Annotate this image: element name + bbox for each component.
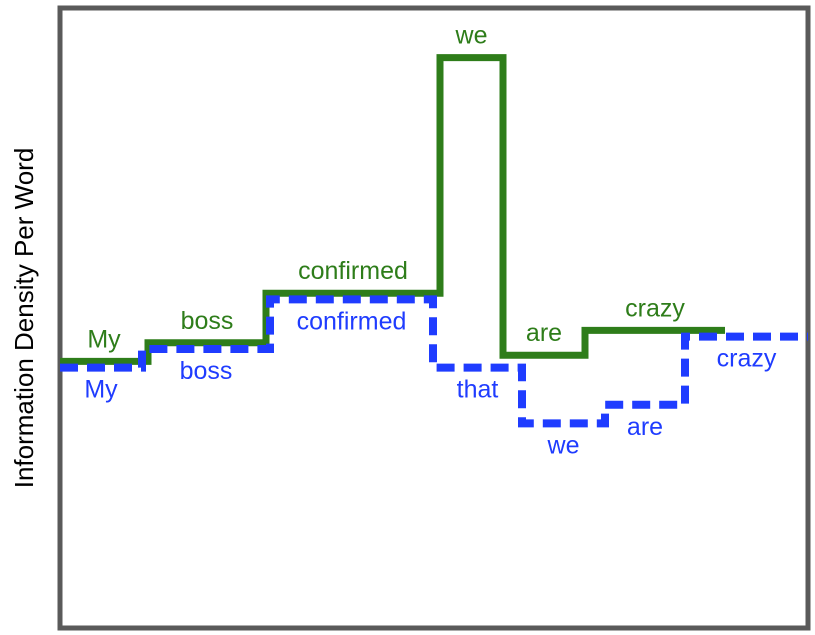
word-label-blue: are (627, 413, 663, 441)
word-label-green: crazy (625, 294, 685, 322)
series-layer: MybossconfirmedwearecrazyMybossconfirmed… (60, 22, 808, 459)
y-axis-label: Information Density Per Word (9, 148, 39, 489)
series-line-green (60, 54, 725, 365)
word-label-green: My (87, 325, 121, 353)
word-label-green: confirmed (298, 257, 408, 285)
word-label-green: are (526, 319, 562, 347)
word-label-blue: we (547, 431, 580, 459)
word-label-blue: that (457, 376, 499, 404)
word-label-blue: My (84, 376, 118, 404)
word-label-blue: confirmed (297, 307, 407, 335)
word-label-blue: boss (180, 357, 233, 385)
plot-frame (57, 5, 811, 631)
word-label-green: boss (181, 307, 234, 335)
word-label-green: we (455, 22, 488, 50)
series-line-blue (60, 295, 808, 428)
word-label-blue: crazy (717, 345, 777, 373)
